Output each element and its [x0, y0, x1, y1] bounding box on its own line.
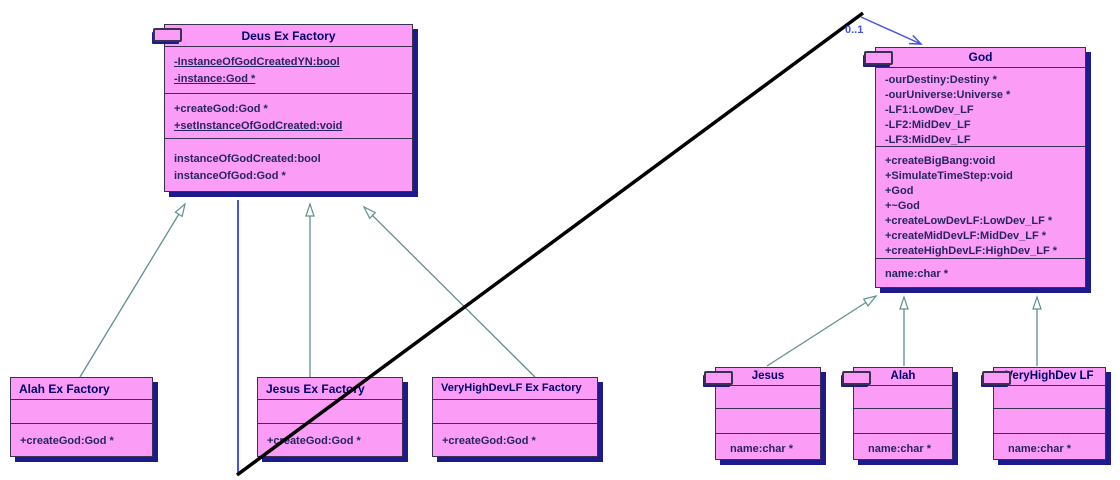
class-alah[interactable]: Alah name:char * [842, 367, 953, 461]
attributes-section [854, 385, 952, 408]
attribute: -LF1:LowDev_LF [885, 104, 974, 116]
class-tab-icon [864, 51, 893, 65]
method: +createGod:God * [267, 435, 361, 447]
methods-section: +createGod:God * [258, 423, 402, 458]
method: +createGod:God * [442, 435, 536, 447]
methods-section [994, 408, 1105, 433]
properties-section: name:char * [716, 433, 820, 461]
methods-section [854, 408, 952, 433]
properties-section: name:char * [854, 433, 952, 461]
association-arrow-to-god[interactable] [860, 16, 923, 45]
class-title: VeryHighDev LF [1005, 370, 1094, 382]
properties-section: name:char * [876, 258, 1085, 289]
class-veryhighdev-lf[interactable]: VeryHighDev LF name:char * [982, 367, 1106, 461]
method: +setInstanceOfGodCreated:void [174, 120, 343, 132]
method: +SimulateTimeStep:void [885, 170, 1013, 182]
attributes-section [258, 399, 402, 423]
method: +God [885, 185, 914, 197]
class-alah-ex-factory[interactable]: Alah Ex Factory +createGod:God * [10, 377, 153, 457]
method: +createGod:God * [20, 435, 114, 447]
class-title: Alah [890, 370, 916, 382]
attribute: -InstanceOfGodCreatedYN:bool [174, 56, 340, 68]
method: +createGod:God * [174, 103, 268, 115]
method: +createBigBang:void [885, 155, 996, 167]
class-veryhighdevlf-ex-factory[interactable]: VeryHighDevLF Ex Factory +createGod:God … [432, 377, 598, 457]
properties-section: instanceOfGodCreated:bool instanceOfGod:… [165, 138, 412, 193]
property: name:char * [885, 268, 948, 280]
attributes-section [433, 399, 597, 423]
class-title: Alah Ex Factory [19, 382, 110, 396]
class-tab-icon [704, 371, 733, 385]
properties-section: name:char * [994, 433, 1105, 461]
attributes-section: -ourDestiny:Destiny * -ourUniverse:Unive… [876, 67, 1085, 146]
attribute: -LF2:MidDev_LF [885, 119, 971, 131]
method: +createHighDevLF:HighDev_LF * [885, 245, 1058, 257]
methods-section: +createGod:God * +setInstanceOfGodCreate… [165, 93, 412, 138]
methods-section [716, 408, 820, 433]
attributes-section: -InstanceOfGodCreatedYN:bool -instance:G… [165, 46, 412, 93]
class-title: VeryHighDevLF Ex Factory [441, 382, 582, 394]
method: +~God [885, 200, 920, 212]
property: name:char * [868, 443, 931, 455]
attribute: -instance:God * [174, 73, 256, 85]
generalization-jesus-edge[interactable] [766, 294, 878, 367]
methods-section: +createGod:God * [433, 423, 597, 458]
class-tab-icon [982, 371, 1011, 385]
class-jesus[interactable]: Jesus name:char * [704, 367, 821, 461]
attribute: -ourUniverse:Universe * [885, 89, 1011, 101]
class-tab-icon [153, 28, 182, 42]
attributes-section [994, 385, 1105, 408]
property: instanceOfGodCreated:bool [174, 153, 321, 165]
class-deus-ex-factory[interactable]: Deus Ex Factory -InstanceOfGodCreatedYN:… [153, 24, 413, 193]
attribute: -LF3:MidDev_LF [885, 134, 971, 146]
methods-section: +createGod:God * [11, 423, 152, 458]
class-god[interactable]: God -ourDestiny:Destiny * -ourUniverse:U… [864, 47, 1086, 289]
method: +createLowDevLF:LowDev_LF * [885, 215, 1053, 227]
class-title: God [968, 50, 993, 64]
property: instanceOfGod:God * [174, 170, 286, 182]
generalization-veryhighdevlf-factory-edge[interactable] [362, 205, 536, 378]
property: name:char * [730, 443, 793, 455]
class-jesus-ex-factory[interactable]: Jesus Ex Factory +createGod:God * [257, 377, 403, 457]
class-tab-icon [842, 371, 871, 385]
class-title: Deus Ex Factory [241, 29, 336, 43]
attributes-section [716, 385, 820, 408]
attribute: -ourDestiny:Destiny * [885, 74, 997, 86]
generalization-alah-factory-edge[interactable] [79, 202, 186, 378]
class-title: Jesus Ex Factory [266, 382, 365, 396]
attributes-section [11, 399, 152, 423]
multiplicity-label: 0..1 [845, 24, 864, 36]
property: name:char * [1008, 443, 1071, 455]
methods-section: +createBigBang:void +SimulateTimeStep:vo… [876, 146, 1085, 258]
method: +createMidDevLF:MidDev_LF * [885, 230, 1047, 242]
